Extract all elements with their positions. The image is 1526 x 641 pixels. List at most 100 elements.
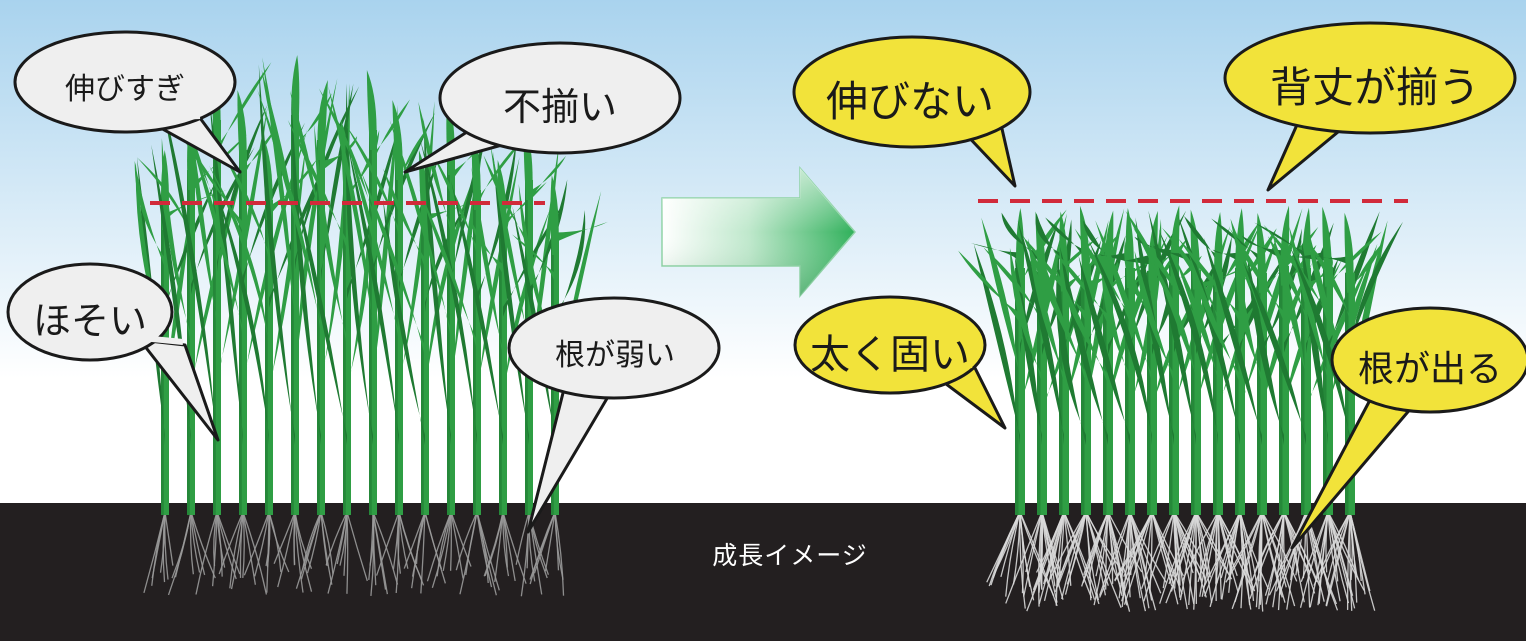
root-strand [515, 511, 530, 565]
root-strand [1159, 511, 1197, 604]
bubble-no-stretch [792, 35, 1032, 188]
root-strand [1239, 511, 1270, 590]
root-strand [375, 511, 400, 576]
bubble-even-height [1223, 21, 1517, 192]
root-strand [243, 511, 270, 576]
root-strand [431, 511, 452, 588]
root-strand [1327, 511, 1350, 604]
root-strand [229, 511, 244, 589]
right-arrow-icon [661, 165, 856, 299]
root-strand [1061, 511, 1087, 600]
root-strand [1265, 511, 1285, 605]
root-strand [164, 511, 169, 580]
root-strand [1035, 511, 1065, 573]
root-strand [544, 511, 556, 572]
root-strand [1234, 511, 1263, 603]
root-strand [1129, 511, 1147, 612]
root-strand [1239, 511, 1251, 606]
root-strand [476, 511, 489, 584]
root-strand [230, 511, 244, 590]
root-strand [476, 511, 493, 588]
root-strand [1195, 511, 1206, 583]
root-strand [1095, 511, 1109, 577]
root-strand [1066, 511, 1087, 585]
root-strand [277, 511, 296, 588]
root-strand [266, 511, 271, 568]
root-strand [398, 511, 409, 569]
root-strand [327, 511, 348, 594]
root-strand [526, 511, 530, 569]
root-strand [1327, 511, 1341, 602]
root-strand [1221, 511, 1241, 600]
root-strand [426, 511, 452, 582]
root-strand [502, 511, 510, 577]
bubble-weak-roots [507, 296, 721, 534]
root-strand [320, 511, 333, 585]
root-strand [1170, 511, 1197, 592]
rice-seedlings-after [958, 205, 1404, 515]
root-strand [1283, 511, 1305, 603]
root-strand [346, 511, 368, 582]
root-strand [1193, 511, 1197, 610]
root-strand [190, 511, 206, 576]
root-strand [242, 511, 257, 585]
root-strand [1114, 511, 1153, 582]
root-strand [1012, 511, 1021, 585]
root-strand [372, 511, 387, 590]
root-strand [1349, 511, 1358, 603]
root-strand [189, 511, 194, 575]
root-strand [1099, 511, 1131, 598]
root-strand [1258, 511, 1263, 610]
root-strand [1253, 511, 1285, 573]
roots-before [143, 511, 565, 597]
root-strand [398, 511, 423, 581]
root-strand [254, 511, 270, 577]
soil-layer [0, 503, 1526, 641]
root-strand [295, 511, 322, 589]
root-strand [1229, 511, 1263, 573]
root-strand [1098, 511, 1131, 596]
root-strand [1181, 511, 1219, 581]
root-strand [990, 511, 1021, 586]
root-strand [1173, 511, 1180, 584]
root-strand [218, 511, 244, 575]
root-strand [1005, 511, 1043, 604]
root-strand [372, 511, 377, 586]
root-strand [1349, 511, 1371, 592]
bubble-uneven [403, 41, 682, 174]
root-strand [190, 511, 216, 579]
root-strand [1195, 511, 1229, 574]
root-strand [420, 511, 426, 594]
root-strand [1129, 511, 1150, 609]
root-strand [273, 511, 296, 564]
root-strand [164, 511, 174, 566]
root-strand [533, 511, 556, 574]
root-strand [1272, 511, 1285, 608]
rice-seedling [360, 150, 483, 515]
root-strand [1149, 511, 1153, 594]
root-strand [1141, 511, 1175, 589]
root-strand [1179, 511, 1197, 601]
bubble-overgrown [13, 30, 242, 174]
root-strand [1054, 511, 1087, 592]
root-strand [211, 511, 218, 587]
root-strand [415, 511, 426, 564]
root-strand [554, 511, 564, 580]
root-strand [1082, 511, 1109, 584]
root-strand [1203, 511, 1241, 597]
root-strand [293, 511, 296, 566]
root-strand [459, 511, 478, 595]
growth-image-caption: 成長イメージ [712, 541, 868, 570]
root-strand [325, 511, 348, 566]
root-strand [1083, 511, 1109, 576]
root-strand [195, 511, 218, 595]
root-strand [1063, 511, 1096, 600]
root-strand [484, 511, 504, 577]
bubble-thick-firm [793, 295, 1007, 430]
bubble-roots-grow [1290, 306, 1526, 550]
root-strand [1055, 511, 1065, 606]
root-strand [1005, 511, 1021, 597]
root-strand [1325, 511, 1329, 573]
